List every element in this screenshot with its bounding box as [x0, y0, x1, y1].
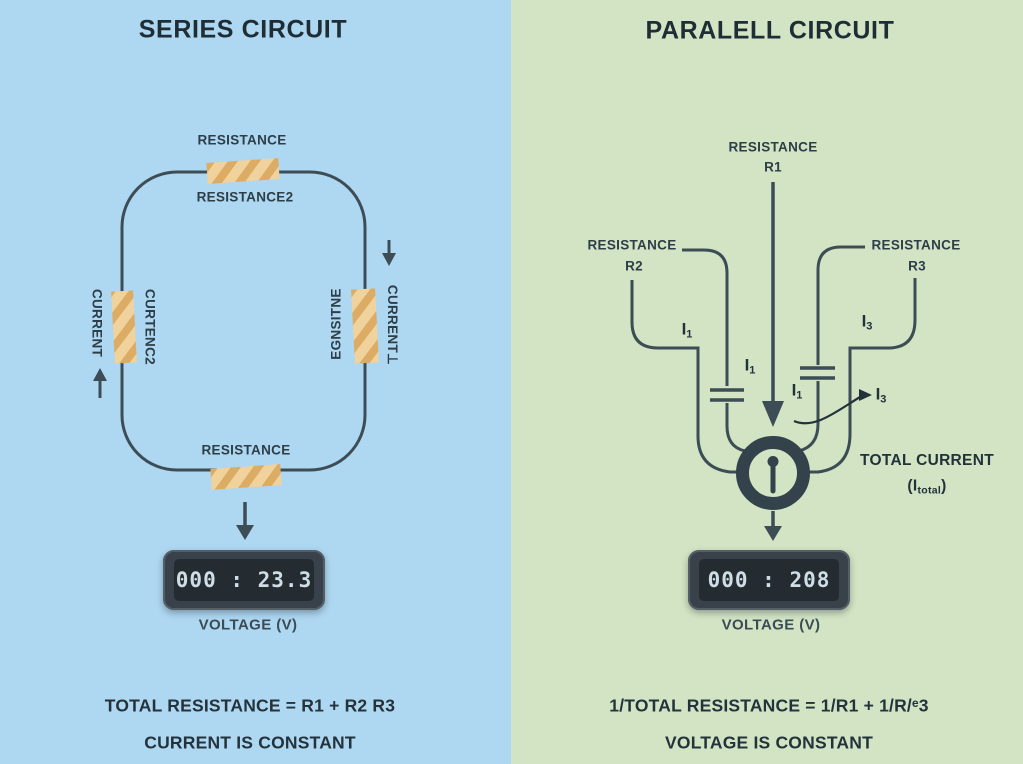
resistor-bottom [210, 464, 282, 490]
i1-branch-label: I1 [745, 356, 756, 377]
r2-label-line2: R2 [625, 258, 643, 274]
series-title: SERIES CIRCUIT [138, 15, 348, 44]
series-current-label: CURRENT [89, 288, 105, 358]
left-capacitor-branch [682, 248, 746, 453]
series-voltmeter-display: 000 : 23.3 [163, 550, 325, 610]
total-current-sub: total [917, 484, 942, 497]
total-current-meter [736, 436, 810, 510]
i1-top-sub: 1 [686, 328, 693, 341]
parallel-voltmeter-display: 000 : 208 [688, 550, 850, 610]
series-top-resistance-label: RESISTANCE [197, 132, 287, 148]
resistor-left [111, 290, 137, 364]
series-note: CURRENT IS CONSTANT [144, 732, 356, 753]
parallel-voltmeter-screen: 000 : 208 [699, 559, 839, 601]
r3-label-line1: RESISTANCE [871, 237, 961, 253]
i3-arrow-sub: 3 [880, 393, 887, 406]
parallel-circuit-drawing [630, 182, 917, 541]
i1-branch-sub: 1 [749, 364, 756, 377]
parallel-note: VOLTAGE IS CONSTANT [665, 732, 873, 753]
total-current-label: TOTAL CURRENT [860, 452, 994, 469]
total-current-pre: (I [907, 477, 918, 495]
i1-branch-base: I [744, 355, 750, 375]
series-egnsitne-label: EGNSITNE [328, 288, 344, 360]
series-formula: TOTAL RESISTANCE = R1 + R2 R3 [104, 695, 396, 716]
total-current-post: ) [941, 477, 947, 495]
i1-center-sub: 1 [796, 389, 803, 402]
i1-top-label: I1 [682, 320, 693, 341]
r1-label-line2: R1 [764, 159, 782, 175]
series-resistance2-label: RESISTANCE2 [196, 189, 294, 205]
i3-top-sub: 3 [866, 320, 873, 333]
series-voltage-caption: VOLTAGE (V) [198, 616, 298, 634]
i1-top-base: I [681, 319, 687, 339]
current-up-arrow [93, 368, 107, 398]
series-voltmeter-value: 000 : 23.3 [175, 568, 313, 592]
i1-center-label: I1 [792, 381, 803, 402]
resistor-top [206, 158, 280, 184]
series-voltmeter-screen: 000 : 23.3 [174, 559, 314, 601]
left-outer-branch-wire [630, 280, 738, 474]
r3-label-line2: R3 [908, 258, 926, 274]
i1-center-base: I [791, 380, 797, 400]
series-curtenc2-label: CURTENC2 [142, 289, 158, 365]
current-down-arrow [382, 240, 396, 266]
i3-arrow-base: I [875, 384, 881, 404]
parallel-voltmeter-value: 000 : 208 [707, 568, 831, 592]
r2-label-line1: RESISTANCE [587, 237, 677, 253]
series-currentl-label: CURRENT⊥ [385, 284, 400, 366]
parallel-formula: 1/TOTAL RESISTANCE = 1/R1 + 1/R/ᵉ3 [609, 695, 929, 716]
series-meter-arrow [236, 502, 254, 540]
series-bottom-resistance-label: RESISTANCE [201, 442, 291, 458]
parallel-title: PARALELL CIRCUIT [645, 16, 895, 45]
resistor-right [351, 288, 379, 364]
total-current-symbol: (Itotal) [907, 478, 946, 497]
right-outer-branch-wire [809, 278, 917, 474]
series-panel: SERIES CIRCUIT RESISTANCE RESISTANCE2 RE… [0, 0, 511, 764]
series-circuit-drawing [93, 158, 396, 540]
r1-feed-wire [762, 182, 784, 427]
r1-label-line1: RESISTANCE [728, 139, 818, 155]
parallel-panel: PARALELL CIRCUIT RESISTANCE R1 RESISTANC… [511, 0, 1023, 764]
i3-swoosh-arrow [793, 389, 872, 425]
i3-top-base: I [861, 311, 867, 331]
i3-arrow-label: I3 [876, 385, 887, 406]
i3-top-label: I3 [862, 312, 873, 333]
parallel-meter-arrow [764, 511, 782, 541]
right-capacitor-branch [798, 245, 865, 453]
parallel-voltage-caption: VOLTAGE (V) [721, 616, 821, 634]
